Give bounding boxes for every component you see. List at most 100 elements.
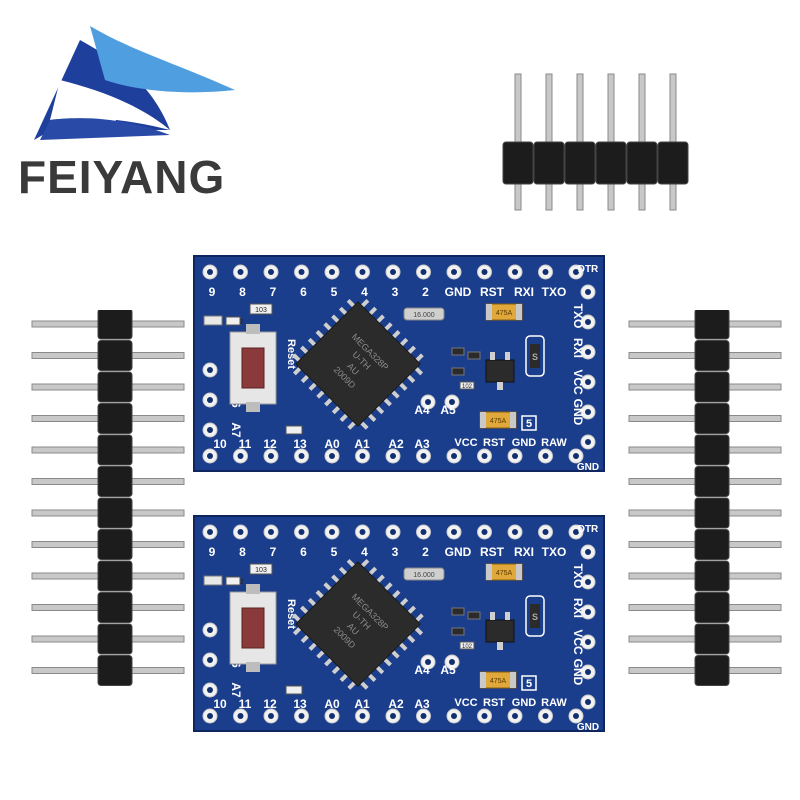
pin-label-top: GND <box>445 545 472 559</box>
header-pin <box>724 572 782 580</box>
pin-label-bottom: A1 <box>354 437 370 451</box>
header-pin <box>724 478 782 485</box>
solder-pad-hole <box>585 349 591 355</box>
header-plastic-block <box>694 560 730 592</box>
capacitor-end <box>486 304 492 320</box>
pin-label-bottom: A3 <box>414 437 430 451</box>
solder-pad-hole <box>585 439 591 445</box>
header-pin <box>607 73 615 145</box>
pin-label-right: VCC <box>571 629 585 655</box>
pin-label-top: 9 <box>209 545 216 559</box>
solder-pad-hole <box>451 453 457 459</box>
smd-part <box>451 627 465 636</box>
solder-pad-hole <box>585 669 591 675</box>
solder-pad-hole <box>207 453 213 459</box>
header-plastic-block <box>694 434 730 466</box>
crystal <box>403 567 445 581</box>
pin-label-right: RXI <box>571 338 585 358</box>
pin-label-bottom-right: RAW <box>541 437 567 449</box>
pin-label-a5: A5 <box>440 403 456 417</box>
led-smd <box>203 315 223 326</box>
resistor-smd <box>285 685 303 695</box>
pin-label-top: 3 <box>392 545 399 559</box>
resistor-label: 103 <box>255 567 267 574</box>
solder-pad-hole <box>298 269 305 275</box>
header-pin <box>724 604 782 611</box>
resistor-smd <box>459 381 475 390</box>
capacitor-label: 475A <box>496 310 513 317</box>
header-plastic-block <box>626 141 658 185</box>
regulator-pin <box>505 352 510 360</box>
pin-label-top: 9 <box>209 285 216 299</box>
solder-pad-hole <box>390 529 396 535</box>
header-12pin-right <box>628 310 782 686</box>
crystal-label: 16.000 <box>413 312 435 319</box>
jumper-pad <box>530 604 540 628</box>
pin-label-a5: A5 <box>440 663 456 677</box>
header-pin <box>628 635 700 643</box>
solder-pad-hole <box>268 713 274 719</box>
pin-label-bottom: 11 <box>239 697 252 711</box>
solder-pad-hole <box>512 453 518 459</box>
header-plastic-block <box>564 141 596 185</box>
pin-label-bottom-right: RAW <box>541 697 567 709</box>
chip-body <box>295 301 421 427</box>
solder-pad-hole <box>585 319 591 325</box>
header-pin <box>31 541 103 548</box>
reset-button-lead <box>246 662 260 672</box>
solder-jumper <box>525 595 545 637</box>
header-pin <box>31 509 103 517</box>
solder-pad-hole <box>390 713 396 719</box>
header-plastic-block <box>595 141 627 185</box>
reset-label: Reset <box>285 339 297 369</box>
solder-pad-hole <box>207 627 213 633</box>
pin-label-right: VCC <box>571 369 585 395</box>
solder-pad-hole <box>237 269 244 275</box>
header-plastic-block <box>694 655 730 686</box>
header-pin <box>127 509 185 517</box>
pin-label-gnd: GND <box>577 462 599 473</box>
pro-mini-board-bottom: 98765432GNDRSTRXITXODTRTXORXIVCCGNDGNDGN… <box>193 515 605 733</box>
reg-mark: 5 <box>526 678 532 690</box>
smd-part <box>467 611 481 620</box>
solder-pad-hole <box>573 713 579 719</box>
resistor-smd <box>249 563 273 575</box>
pin-label-right: TXO <box>571 564 585 589</box>
header-pin <box>31 478 103 485</box>
header-pin <box>127 667 185 674</box>
pin-label-bottom-right: GND <box>512 697 537 709</box>
header-plastic-block <box>694 310 730 340</box>
pin-label-top: 7 <box>270 285 277 299</box>
pin-label-top: 4 <box>361 545 368 559</box>
resistor-smd <box>225 576 241 586</box>
header-pin <box>628 604 700 611</box>
header-pin <box>669 73 677 145</box>
resistor-label: 102 <box>462 384 473 390</box>
solder-pad-hole <box>207 657 213 663</box>
chip-body <box>295 561 421 687</box>
solder-pad-hole <box>207 687 213 693</box>
solder-pad-hole <box>329 269 335 275</box>
pin-label-bottom-right: RST <box>483 697 505 709</box>
pin-label-top: RXI <box>514 545 534 559</box>
pin-label-bottom: 11 <box>239 437 252 451</box>
header-pin <box>545 73 553 145</box>
pin-label-top: 7 <box>270 545 277 559</box>
pin-label-right: RXI <box>571 598 585 618</box>
reg-mark-box <box>521 415 537 431</box>
solder-pad-hole <box>390 453 396 459</box>
header-plastic-block <box>694 623 730 655</box>
solder-pad-hole <box>329 529 335 535</box>
solder-pad-hole <box>329 453 335 459</box>
solder-pad-hole <box>420 529 427 535</box>
reset-button-lead <box>246 324 260 334</box>
voltage-regulator <box>485 619 515 643</box>
pin-label-a4: A4 <box>414 663 430 677</box>
header-plastic-block <box>97 592 133 623</box>
pin-label-top: 5 <box>331 545 338 559</box>
pin-label-top: 3 <box>392 285 399 299</box>
solder-pad-hole <box>298 529 305 535</box>
capacitor-end <box>510 412 516 428</box>
pin-label-top: 2 <box>422 285 429 299</box>
